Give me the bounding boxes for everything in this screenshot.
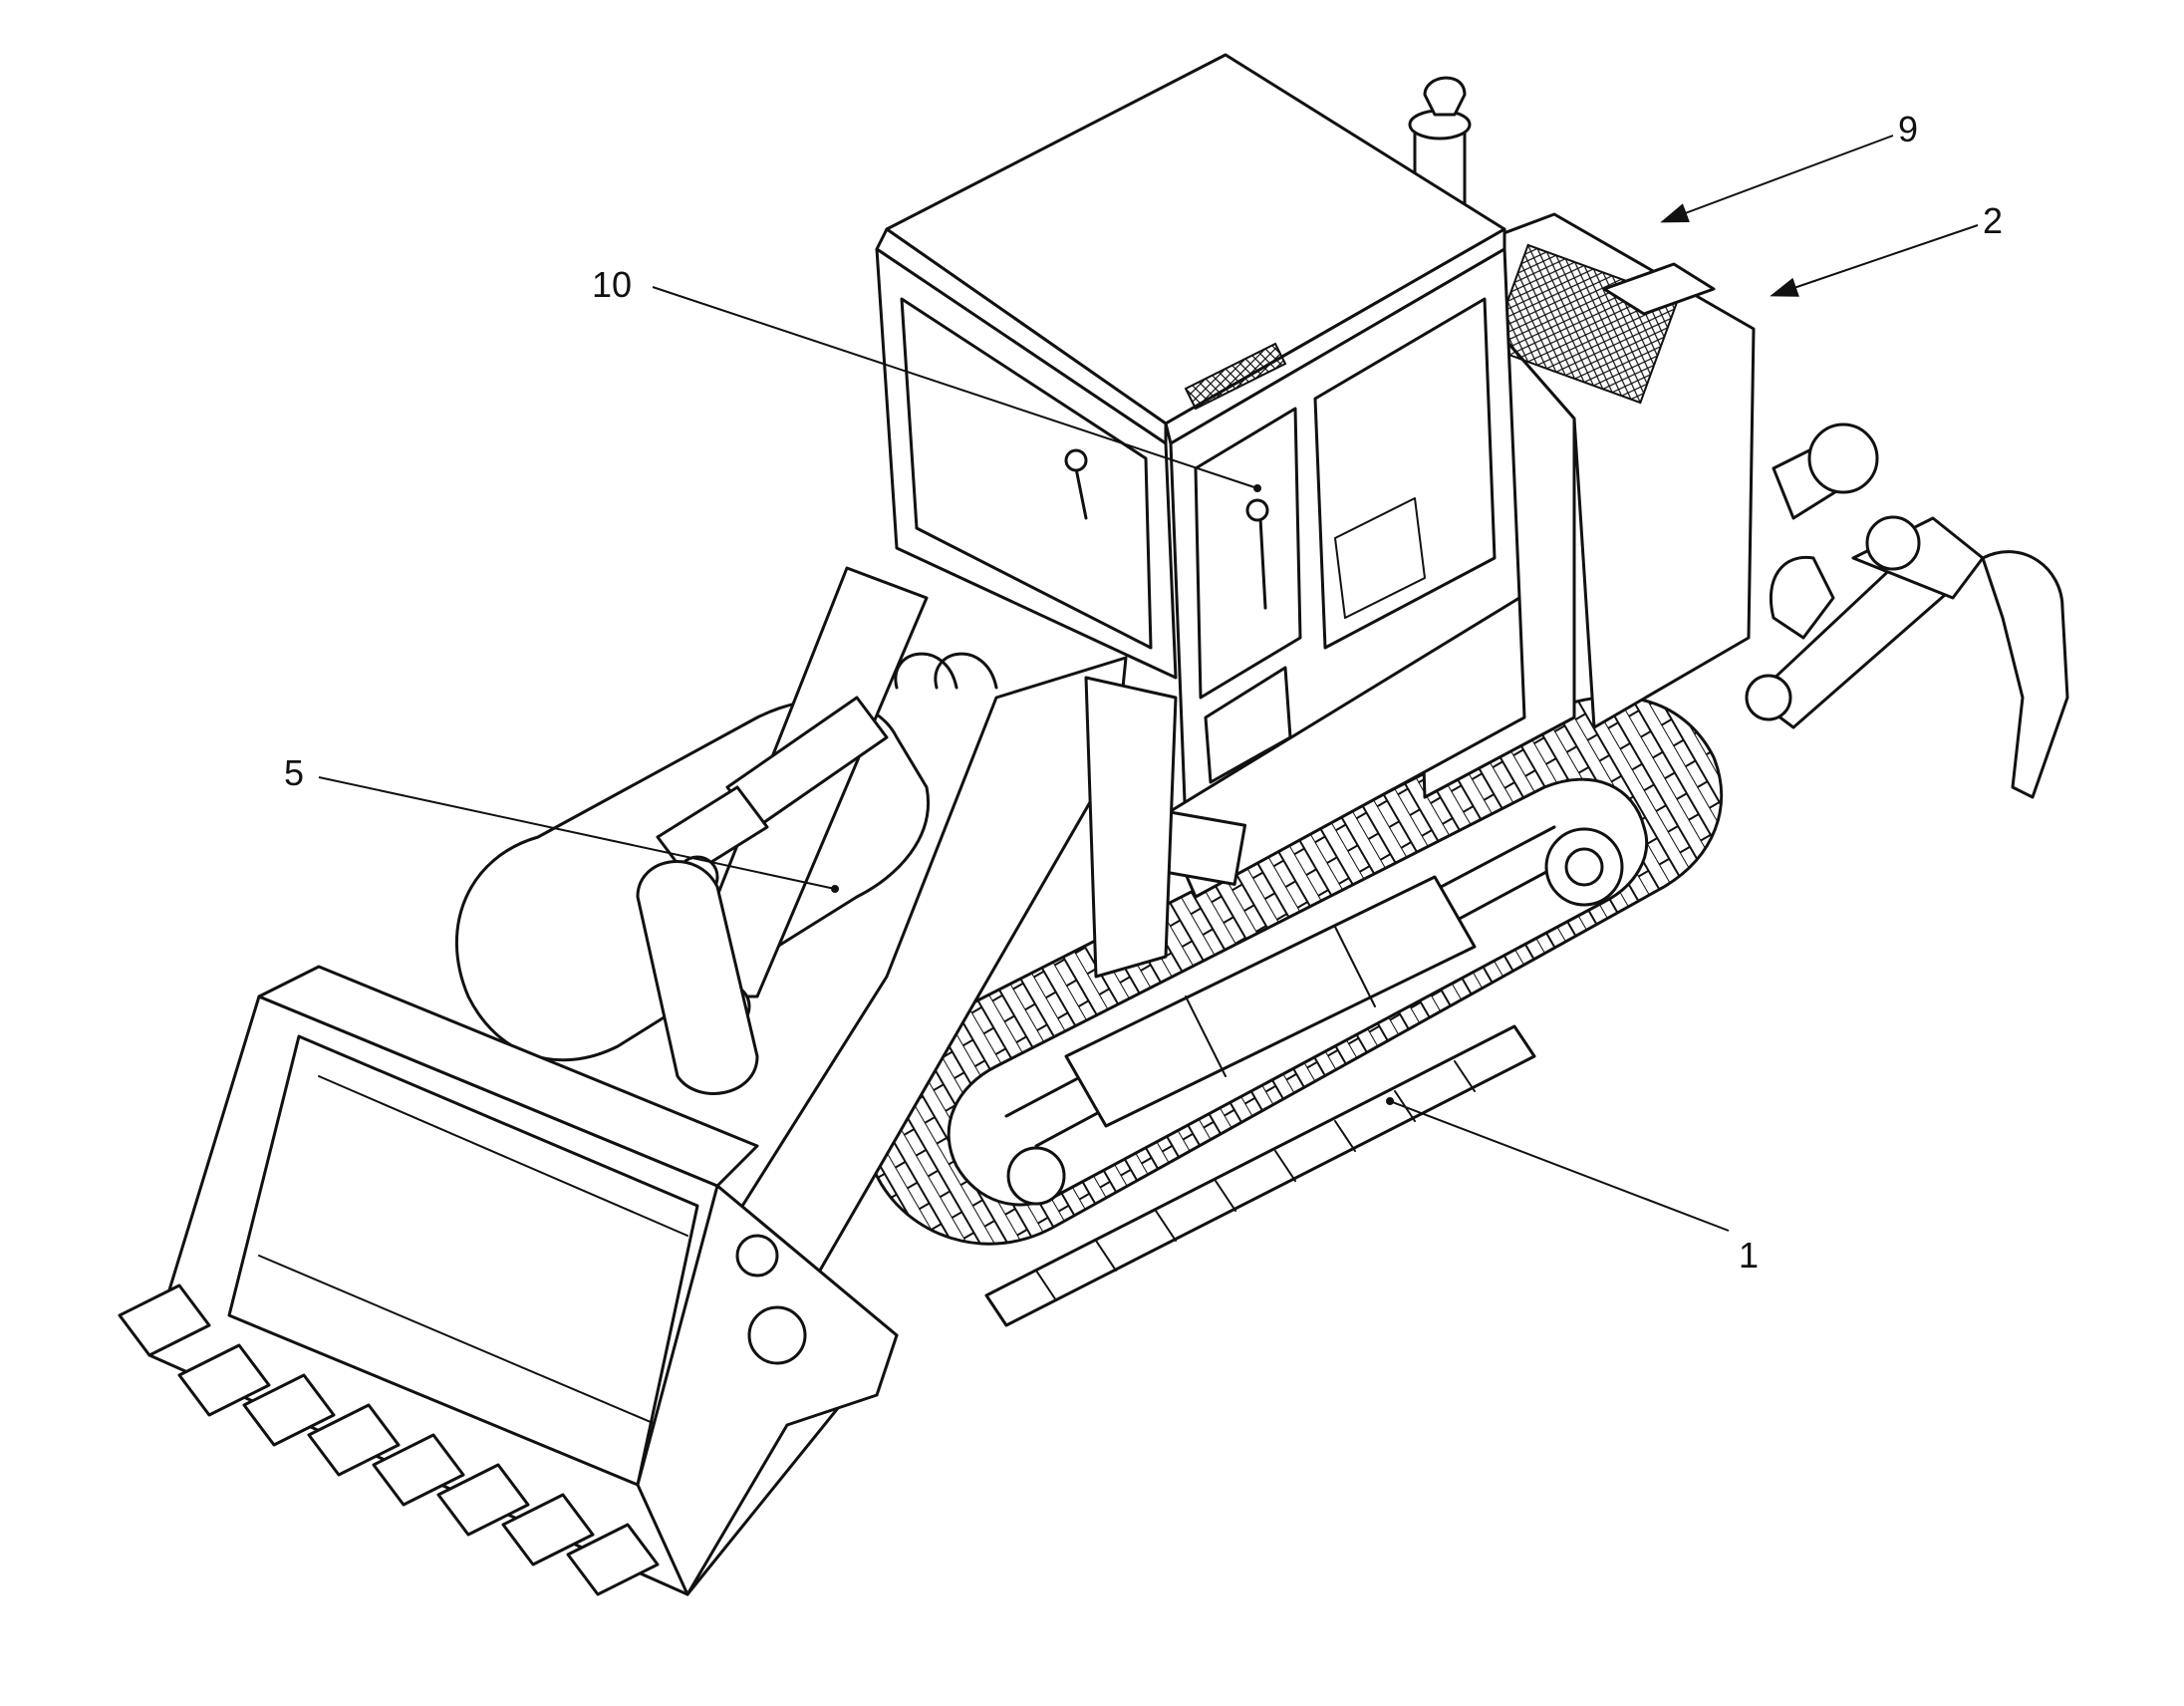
cab: [875, 53, 1526, 899]
callout-1-label: 1: [1739, 1235, 1759, 1276]
callout-10: 10: [592, 264, 1261, 492]
callout-5-label: 5: [284, 752, 304, 793]
front-track: [861, 695, 1724, 1327]
callout-9-label: 9: [1898, 109, 1918, 149]
callout-5: 5: [284, 752, 839, 893]
bucket: [118, 965, 899, 1596]
callout-2: 2: [1770, 200, 2003, 297]
callout-2-label: 2: [1983, 200, 2003, 241]
bucket-teeth: [118, 1283, 660, 1596]
callout-10-label: 10: [592, 264, 632, 305]
ripper: [1745, 423, 2069, 799]
loader-arms: [636, 566, 1178, 1278]
callout-9: 9: [1660, 109, 1918, 223]
callout-1: 1: [1386, 1097, 1759, 1276]
